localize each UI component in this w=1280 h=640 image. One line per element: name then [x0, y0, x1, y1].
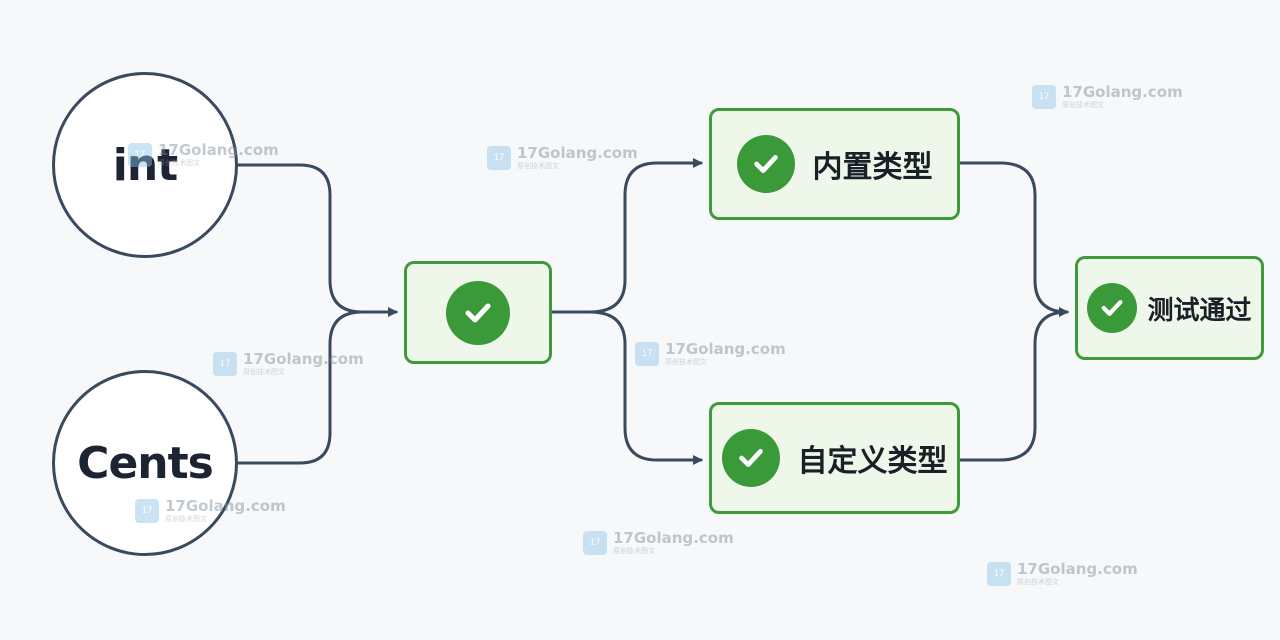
node-int-label: int	[112, 139, 178, 191]
edge-check-to-builtin	[550, 158, 703, 314]
edge-cents-to-check	[236, 310, 364, 465]
node-cents-label: Cents	[77, 437, 214, 489]
node-type-check	[404, 261, 552, 364]
node-int: int	[52, 72, 238, 258]
edge-check-to-custom	[588, 310, 703, 465]
node-custom-type: 自定义类型	[709, 402, 960, 514]
node-cents: Cents	[52, 370, 238, 556]
check-circle-icon	[446, 280, 510, 345]
edge-int-to-check	[236, 163, 398, 317]
edge-custom-to-pass	[958, 310, 1069, 462]
node-custom-label: 自定义类型	[797, 444, 948, 479]
edge-builtin-to-pass	[958, 161, 1069, 317]
node-builtin-label: 内置类型	[812, 150, 933, 185]
check-circle-icon	[1087, 283, 1138, 333]
check-circle-icon	[736, 135, 795, 193]
node-test-pass: 测试通过	[1075, 256, 1264, 360]
check-circle-icon	[721, 429, 780, 487]
node-builtin-type: 内置类型	[709, 108, 960, 220]
node-pass-label: 测试通过	[1147, 295, 1252, 326]
